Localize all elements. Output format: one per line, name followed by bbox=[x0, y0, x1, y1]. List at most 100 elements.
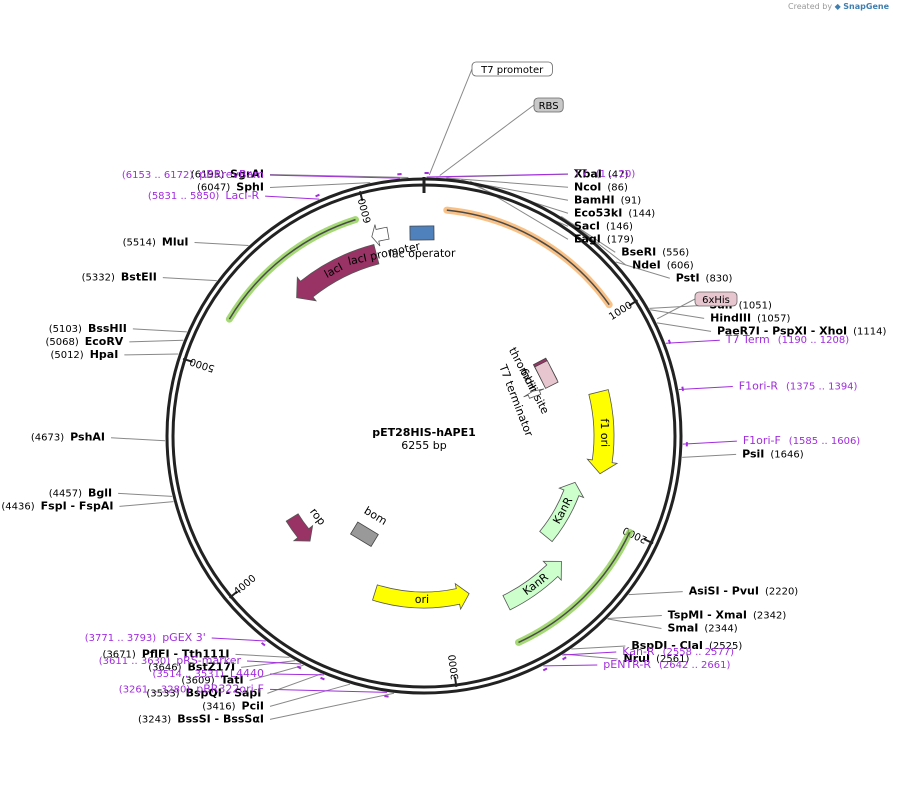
enzyme-leader bbox=[163, 278, 217, 281]
enzyme-name: FspI - FspAI bbox=[41, 499, 114, 512]
enzyme-label: PstI (830) bbox=[676, 271, 733, 284]
primer-range: (3514 .. 3531) bbox=[152, 669, 224, 680]
primer-label: pENTR-R(2642 .. 2661) bbox=[603, 658, 730, 671]
boxed-label-text: RBS bbox=[539, 101, 559, 112]
primer-leader bbox=[265, 196, 319, 199]
primer-range: (3611 .. 3630) bbox=[99, 656, 171, 667]
boxed-label-text: 6xHis bbox=[702, 295, 730, 306]
enzyme-label: (5012)HpaI bbox=[50, 348, 118, 361]
enzyme-position: (2342) bbox=[753, 610, 786, 621]
feature-ori: ori bbox=[373, 584, 470, 609]
enzyme-name: PciI bbox=[242, 699, 264, 712]
primer-bar bbox=[262, 643, 265, 646]
primer-leader bbox=[212, 638, 266, 641]
enzyme-name: NcoI bbox=[574, 180, 601, 193]
feature-box bbox=[410, 226, 434, 240]
box-leader bbox=[429, 69, 472, 175]
primer-name: Kan-R bbox=[622, 645, 655, 658]
enzyme-leader bbox=[270, 183, 370, 188]
primer-label: (6153 .. 6172)pBRrevBam bbox=[122, 168, 264, 181]
enzyme-leader bbox=[571, 646, 625, 649]
enzyme-name: MluI bbox=[162, 235, 189, 248]
feature-f1-ori: f1 ori bbox=[587, 390, 617, 474]
primer-bar bbox=[563, 657, 567, 659]
feature-label: bom bbox=[362, 504, 390, 528]
enzyme-leader bbox=[270, 693, 394, 719]
primer-name: T7 Term bbox=[725, 333, 770, 346]
primer-name: pGEX 3' bbox=[162, 631, 206, 644]
enzyme-leader bbox=[111, 438, 165, 441]
enzyme-leader bbox=[195, 242, 249, 245]
enzyme-label: (5068)EcoRV bbox=[45, 335, 123, 348]
enzyme-label: HindIII(1057) bbox=[710, 311, 790, 324]
enzyme-label: (4436) FspI - FspAI bbox=[1, 499, 113, 512]
primer-name: F1ori-F bbox=[743, 434, 781, 447]
enzyme-position: (4673) bbox=[31, 433, 64, 444]
enzyme-leader bbox=[607, 619, 661, 629]
enzyme-leader bbox=[270, 684, 350, 706]
primer-range: (1375 .. 1394) bbox=[786, 381, 858, 392]
primer-name: L4440 bbox=[230, 667, 264, 680]
primer-range: (1585 .. 1606) bbox=[789, 436, 861, 447]
credit-prefix: Created by bbox=[788, 2, 832, 11]
tick-label: 4000 bbox=[232, 573, 259, 598]
primer-bar bbox=[669, 340, 671, 344]
enzyme-leader bbox=[133, 329, 187, 332]
enzyme-position: (1114) bbox=[853, 326, 886, 337]
plasmid-size: 6255 bp bbox=[401, 439, 446, 452]
feature-bom: bom bbox=[351, 504, 390, 546]
primer-label: (3771 .. 3793)pGEX 3' bbox=[85, 631, 206, 644]
enzyme-leader bbox=[124, 354, 178, 355]
primer-leader bbox=[666, 340, 720, 343]
enzyme-label: PsiI(1646) bbox=[742, 447, 804, 460]
enzyme-name: BseRI bbox=[621, 245, 656, 258]
enzyme-position: (3416) bbox=[202, 701, 235, 712]
enzyme-leader bbox=[629, 592, 683, 595]
plasmid-name: pET28HIS-hAPE1 bbox=[372, 426, 476, 439]
primer-leader bbox=[543, 665, 597, 666]
enzyme-position: (1057) bbox=[757, 313, 790, 324]
primer-leader bbox=[562, 652, 616, 655]
enzyme-name: PstI bbox=[676, 271, 700, 284]
enzyme-leader bbox=[657, 323, 711, 331]
enzyme-leader bbox=[129, 340, 183, 342]
primer-range: (1 .. 20) bbox=[596, 169, 636, 180]
feature-kanr: KanR bbox=[540, 482, 584, 541]
primer-range: (1190 .. 1208) bbox=[778, 335, 850, 346]
enzyme-position: (146) bbox=[606, 221, 633, 232]
snapgene-credit: Created by ◆ SnapGene bbox=[788, 2, 889, 11]
primer-name: F1ori-R bbox=[739, 379, 779, 392]
enzyme-name: BssSI - BssSαI bbox=[177, 712, 264, 725]
primer-range: (5831 .. 5850) bbox=[148, 191, 220, 202]
enzyme-name: SmaI bbox=[667, 621, 698, 634]
primer-bar bbox=[321, 678, 325, 680]
enzyme-position: (91) bbox=[621, 195, 642, 206]
primer-label: T7 (1 .. 20) bbox=[573, 167, 635, 180]
primer-name: T7 bbox=[573, 167, 588, 180]
primer-label: F1ori-F (1585 .. 1606) bbox=[743, 434, 860, 447]
enzyme-label: (4457)BglI bbox=[49, 486, 112, 499]
leader-lines bbox=[111, 69, 737, 719]
feature-rop: rop bbox=[286, 506, 328, 541]
enzyme-name: Eco53kI bbox=[574, 206, 622, 219]
primer-name: pBR322ori-F bbox=[196, 682, 264, 695]
enzyme-leader bbox=[236, 654, 290, 657]
primer-leader bbox=[427, 174, 568, 177]
primer-label: (3611 .. 3630)pRS-marker bbox=[99, 654, 242, 667]
enzyme-name: BssHII bbox=[88, 322, 127, 335]
enzyme-position: (830) bbox=[706, 273, 733, 284]
primer-leader bbox=[679, 386, 733, 389]
tick-label: 6000 bbox=[357, 197, 374, 224]
feature-label: ori bbox=[415, 593, 429, 606]
enzyme-label: BamHI(91) bbox=[574, 193, 641, 206]
enzyme-label: NcoI(86) bbox=[574, 180, 628, 193]
enzyme-position: (5332) bbox=[82, 273, 115, 284]
primer-label: Kan-R(2558 .. 2577) bbox=[622, 645, 734, 658]
enzyme-position: (1646) bbox=[770, 449, 803, 460]
enzyme-position: (4436) bbox=[1, 501, 34, 512]
primer-label: T7 Term (1190 .. 1208) bbox=[725, 333, 849, 346]
enzyme-label: BseRI(556) bbox=[621, 245, 689, 258]
snapgene-logo-icon: ◆ bbox=[835, 2, 841, 11]
enzyme-name: EcoRV bbox=[85, 335, 124, 348]
